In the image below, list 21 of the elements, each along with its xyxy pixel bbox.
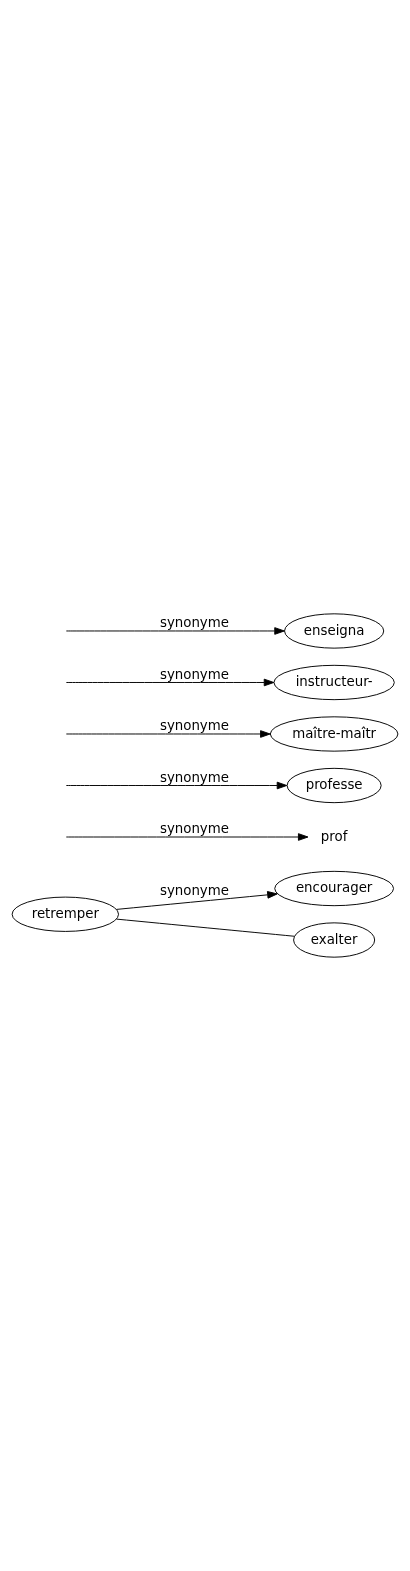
node-ellipse: retremper xyxy=(11,896,119,932)
edge-label: synonyme xyxy=(159,615,229,631)
edge-label: synonyme xyxy=(159,666,229,682)
node-ellipse: exalter xyxy=(293,922,376,958)
arrow xyxy=(65,678,275,687)
node-ellipse: enseigna xyxy=(284,613,385,649)
node-ellipse: maître-maîtr xyxy=(269,716,399,752)
edge-label: synonyme xyxy=(159,883,229,899)
arrow xyxy=(116,891,278,910)
node-ellipse: professe xyxy=(286,767,382,804)
edge-label: synonyme xyxy=(159,821,229,837)
node-ellipse: instructeur- xyxy=(273,664,395,701)
arrow xyxy=(65,833,309,841)
arrow xyxy=(65,627,285,635)
node-text: prof xyxy=(320,828,348,844)
connector xyxy=(116,918,295,937)
arrow xyxy=(65,781,288,790)
edge-label: synonyme xyxy=(159,718,229,734)
arrow xyxy=(65,730,271,738)
node-ellipse: encourager xyxy=(274,870,395,907)
edge-label: synonyme xyxy=(159,769,229,785)
